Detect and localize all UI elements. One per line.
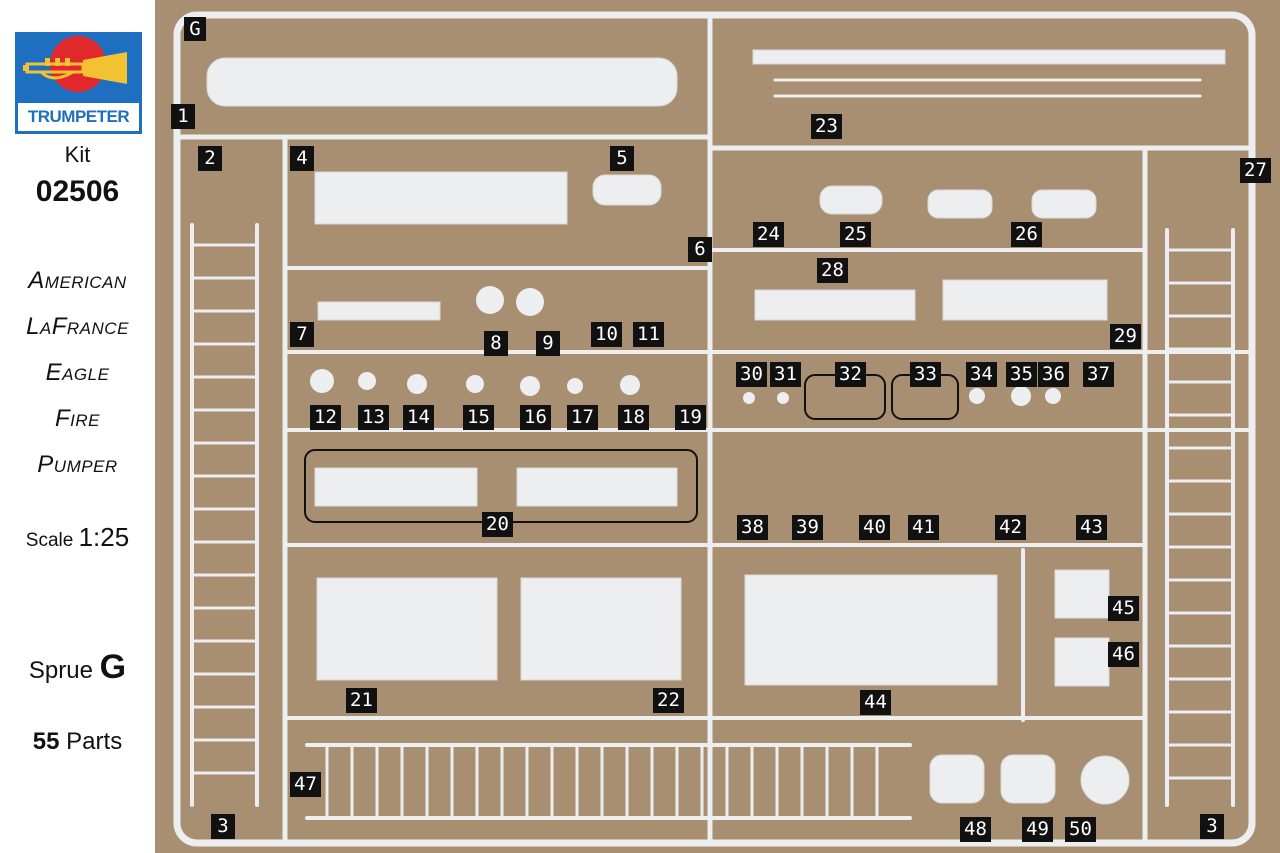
- part-number-label: 36: [1038, 362, 1069, 387]
- part-number-label: 47: [290, 772, 321, 797]
- scale-value: 1:25: [78, 522, 130, 552]
- part-number-label: 25: [840, 222, 871, 247]
- kit-label: Kit: [64, 142, 91, 167]
- part-number-label: 48: [960, 817, 991, 842]
- part-number-label: 40: [859, 515, 890, 540]
- part-number-label: 16: [520, 405, 551, 430]
- part-number-label: 17: [567, 405, 598, 430]
- part-number-label: 14: [403, 405, 434, 430]
- part-26-b: [1031, 189, 1097, 219]
- part-number-label: 31: [770, 362, 801, 387]
- part-48: [929, 754, 985, 804]
- part-number-label: 3: [1200, 814, 1224, 839]
- part-number-label: 6: [688, 237, 712, 262]
- part-number-label: 10: [591, 322, 622, 347]
- part-22-panel: [520, 577, 682, 681]
- trumpeter-logo: TRUMPETER: [15, 32, 142, 134]
- part-number-label: 39: [792, 515, 823, 540]
- title-line: LaFrance: [26, 313, 129, 340]
- part-number-label: 13: [358, 405, 389, 430]
- part-number-label: 22: [653, 688, 684, 713]
- part-number-label: 30: [736, 362, 767, 387]
- part-number-label: 50: [1065, 817, 1096, 842]
- model-title: American LaFrance Eagle Fire Pumper: [0, 258, 155, 488]
- parts-count: 55: [32, 728, 60, 755]
- part-28: [754, 289, 916, 321]
- part-number-label: 5: [610, 146, 634, 171]
- sprue-letter: G: [99, 648, 127, 686]
- part-number-label: 4: [290, 146, 314, 171]
- part-number-label: 33: [910, 362, 941, 387]
- part-number-label: 29: [1110, 324, 1141, 349]
- part-number-label: 49: [1022, 817, 1053, 842]
- part-50: [1080, 755, 1130, 805]
- part-number-label: 37: [1083, 362, 1114, 387]
- kit-info-panel: TRUMPETER Kit 02506 American LaFrance Ea…: [0, 0, 155, 853]
- part-number-label: 38: [737, 515, 768, 540]
- part-number-label: 27: [1240, 158, 1271, 183]
- part-46: [1054, 637, 1110, 687]
- part-number-label: 15: [463, 405, 494, 430]
- parts-word: Parts: [66, 728, 123, 755]
- part-number-label: 11: [633, 322, 664, 347]
- part-number-label: 32: [835, 362, 866, 387]
- part-21-panel: [316, 577, 498, 681]
- part-29: [942, 279, 1108, 321]
- title-line: Pumper: [37, 451, 118, 478]
- part-25: [819, 185, 883, 215]
- part-26-a: [927, 189, 993, 219]
- part-number-label: 9: [536, 331, 560, 356]
- part-number-label: 43: [1076, 515, 1107, 540]
- part-20-b: [516, 467, 678, 507]
- title-line: Eagle: [45, 359, 110, 386]
- part-number-label: 34: [966, 362, 997, 387]
- title-line: American: [28, 267, 127, 294]
- part-number-label: 3: [211, 814, 235, 839]
- part-44-panel: [744, 574, 998, 686]
- part-number-label: 7: [290, 322, 314, 347]
- part-number-label: 45: [1108, 596, 1139, 621]
- sprue-word: Sprue: [28, 657, 93, 684]
- title-line: Fire: [55, 405, 100, 432]
- part-number-label: 44: [860, 690, 891, 715]
- logo-blue-field: [15, 32, 142, 100]
- part-number-label: 1: [171, 104, 195, 129]
- part-45: [1054, 569, 1110, 619]
- part-number-label: 18: [618, 405, 649, 430]
- part-number-label: 2: [198, 146, 222, 171]
- part-number-label: 12: [310, 405, 341, 430]
- parts-line: 55 Parts: [0, 728, 155, 756]
- part-number-label: 8: [484, 331, 508, 356]
- logo-brand-text: TRUMPETER: [15, 100, 142, 134]
- sprue-line: Sprue G: [0, 648, 155, 687]
- scale-word: Scale: [25, 530, 74, 551]
- part-number-label: 35: [1006, 362, 1037, 387]
- scale-line: Scale 1:25: [0, 522, 155, 553]
- part-number-label: 24: [753, 222, 784, 247]
- sprue-frame-drawing: [173, 11, 1256, 847]
- part-number-label: 20: [482, 512, 513, 537]
- part-number-label: 28: [817, 258, 848, 283]
- part-number-label: 19: [675, 405, 706, 430]
- part-23-bar: [752, 49, 1226, 65]
- part-number-label: 42: [995, 515, 1026, 540]
- part-4-grille: [314, 171, 568, 225]
- part-number-label: 21: [346, 688, 377, 713]
- sprue-tag: G: [184, 17, 206, 41]
- trumpet-icon: [23, 52, 127, 84]
- part-1-hose: [206, 57, 678, 107]
- part-20-a: [314, 467, 478, 507]
- part-5: [592, 174, 662, 206]
- part-7-bar: [317, 301, 441, 321]
- part-number-label: 41: [908, 515, 939, 540]
- part-number-label: 46: [1108, 642, 1139, 667]
- part-number-label: 23: [811, 114, 842, 139]
- part-number-label: 26: [1011, 222, 1042, 247]
- part-49: [1000, 754, 1056, 804]
- kit-number: 02506: [35, 175, 120, 208]
